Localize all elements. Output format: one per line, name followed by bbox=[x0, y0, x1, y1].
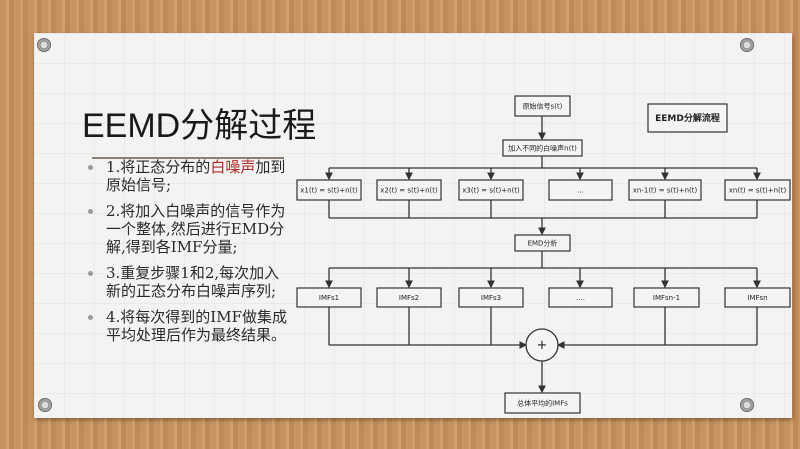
source-signal-label: 原始信号s(t) bbox=[523, 102, 563, 111]
screw-icon bbox=[740, 398, 754, 412]
highlight-text: 白噪声 bbox=[210, 158, 256, 176]
noisy-signal-label: xn(t) = s(t)+n(t) bbox=[729, 187, 787, 195]
noisy-signal-box bbox=[376, 179, 442, 201]
imf-label: IMFsn-1 bbox=[653, 294, 680, 302]
title-divider bbox=[92, 157, 284, 159]
bullet-item: 1.将正态分布的白噪声加到原始信号; bbox=[84, 158, 294, 194]
flowchart-heading-box bbox=[647, 103, 728, 133]
bullet-item: 2.将加入白噪声的信号作为一个整体,然后进行EMD分解,得到各IMF分量; bbox=[84, 202, 294, 256]
imf-box bbox=[296, 287, 362, 308]
noisy-signal-label: xn-1(t) = s(t)+n(t) bbox=[633, 187, 698, 195]
noisy-signal-box bbox=[724, 179, 791, 201]
imf-box bbox=[548, 287, 613, 308]
slide bbox=[34, 33, 792, 418]
bullet-text: 加到原始信号; bbox=[106, 158, 286, 194]
screw-icon bbox=[37, 38, 51, 52]
result-box bbox=[504, 392, 581, 414]
imf-label: IMFsn bbox=[747, 294, 767, 302]
sum-node bbox=[525, 328, 559, 362]
noisy-signal-box bbox=[548, 179, 613, 201]
bullet-text: 1.将正态分布的 bbox=[106, 158, 211, 176]
bullet-item: 4.将每次得到的IMF做集成平均处理后作为最终结果。 bbox=[84, 308, 294, 344]
imf-label: IMFs2 bbox=[399, 294, 419, 302]
connectors bbox=[325, 116, 761, 394]
slide-title: EEMD分解过程 bbox=[82, 107, 317, 145]
screw-icon bbox=[38, 398, 52, 412]
noisy-signal-label: x2(t) = s(t)+n(t) bbox=[380, 187, 438, 195]
screw-icon bbox=[740, 38, 754, 52]
noisy-signal-box bbox=[628, 179, 702, 201]
noisy-signal-label: x1(t) = s(t)+n(t) bbox=[300, 187, 358, 195]
noisy-signal-label: x3(t) = s(t)+n(t) bbox=[462, 187, 520, 195]
imf-box bbox=[633, 287, 700, 308]
imf-label: IMFs3 bbox=[481, 294, 501, 302]
add-noise-label: 加入不同的白噪声n(t) bbox=[508, 144, 577, 153]
noisy-signal-box bbox=[296, 179, 362, 201]
imf-box bbox=[376, 287, 442, 308]
noisy-signal-label: ... bbox=[577, 187, 584, 195]
bullet-list: 1.将正态分布的白噪声加到原始信号; 2.将加入白噪声的信号作为一个整体,然后进… bbox=[84, 158, 294, 352]
bullet-item: 3.重复步骤1和2,每次加入新的正态分布白噪声序列; bbox=[84, 264, 294, 300]
noisy-signal-box bbox=[458, 179, 524, 201]
imf-box bbox=[724, 287, 791, 308]
imf-label: IMFs1 bbox=[319, 294, 339, 302]
source-signal-box bbox=[514, 95, 571, 117]
sum-symbol: + bbox=[537, 338, 548, 353]
flowchart-heading: EEMD分解流程 bbox=[655, 112, 720, 124]
imf-label: .... bbox=[576, 294, 585, 302]
emd-label: EMD分析 bbox=[528, 239, 558, 248]
add-noise-box bbox=[502, 139, 583, 157]
emd-box bbox=[514, 234, 571, 252]
imf-box bbox=[458, 287, 524, 308]
result-label: 总体平均的IMFs bbox=[517, 399, 568, 408]
